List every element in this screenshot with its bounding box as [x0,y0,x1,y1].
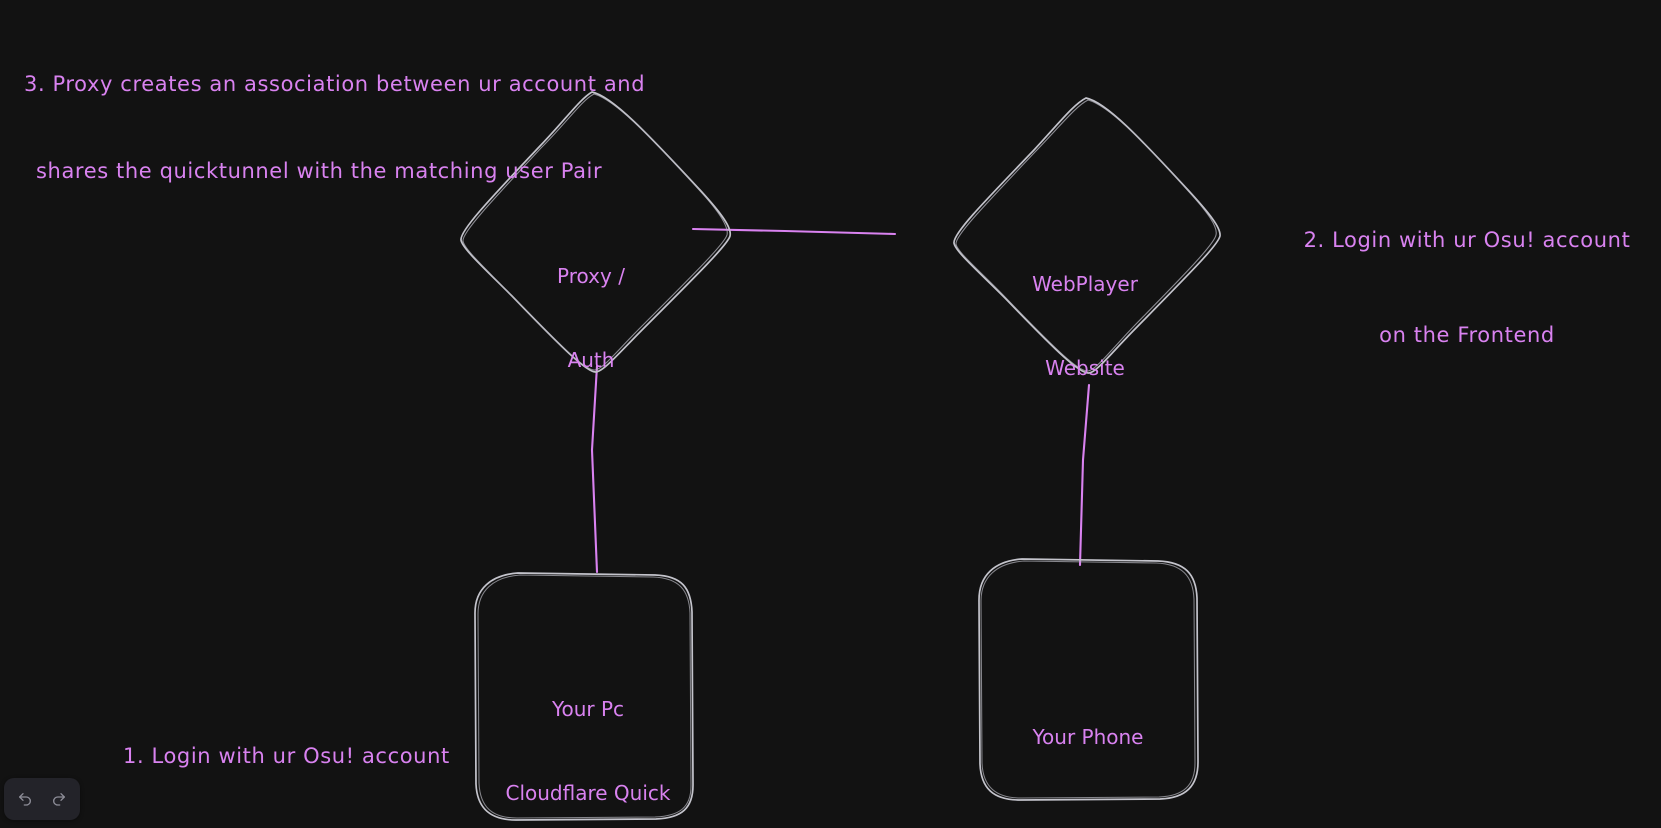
annotation-3[interactable]: 3. Proxy creates an association between … [24,12,645,244]
annotation-2-line-2: on the Frontend [1379,323,1555,347]
annotation-3-line-2: shares the quicktunnel with the matching… [36,159,603,183]
annotation-1-line-1: 1. Login with ur Osu! account [123,744,450,768]
node-your-phone-shape[interactable] [978,558,1199,801]
node-webplayer-website-shape[interactable] [953,97,1221,374]
edge-proxy-to-your-pc[interactable] [590,364,599,574]
node-proxy-auth-shape[interactable] [460,91,732,373]
node-your-pc-shape[interactable] [474,572,694,821]
annotation-2-line-1: 2. Login with ur Osu! account [1303,228,1631,252]
annotation-3-line-1: 3. Proxy creates an association between … [24,72,646,96]
undo-button[interactable] [10,784,40,814]
edge-proxy-to-webplayer[interactable] [691,227,897,236]
edge-webplayer-to-your-phone[interactable] [1078,383,1091,567]
annotation-1[interactable]: 1. Login with ur Osu! account on the Dis… [123,684,450,828]
annotation-2[interactable]: 2. Login with ur Osu! account on the Fro… [1297,168,1637,408]
redo-button[interactable] [44,784,74,814]
redo-icon [51,791,67,807]
history-toolbar[interactable] [4,778,80,820]
undo-icon [17,791,33,807]
